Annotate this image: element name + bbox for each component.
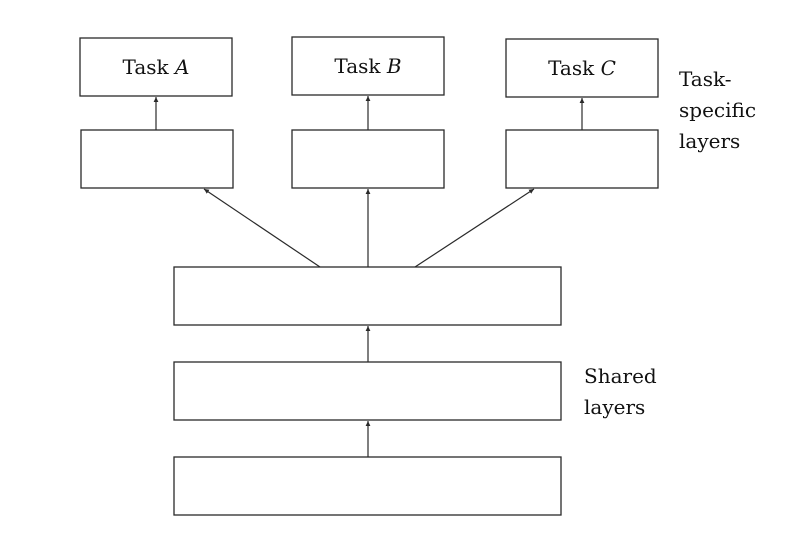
task-a-specific-layer [80,129,234,189]
shared-layer-top [173,266,562,326]
task-specific-label-line-3: layers [679,129,740,153]
task-c-output-node: Task C [505,38,659,98]
task-b-output-node: Task B [291,36,445,96]
shared-layer-middle [173,361,562,421]
task-specific-layers-label: Task- specific layers [679,67,762,153]
task-c-box [505,38,659,98]
task-c-specific-layer [505,129,659,189]
arrow-shared-to-specific-a [203,188,321,268]
task-specific-label-line-1: Task- [679,67,732,91]
task-b-box [291,36,445,96]
shared-label-line-1: Shared [584,364,657,388]
task-a-box [79,37,233,97]
task-a-label: Task A [123,55,190,79]
task-c-label: Task C [548,56,616,80]
shared-layer-bottom [173,456,562,516]
arrow-shared-to-specific-c [414,188,535,268]
task-a-output-node: Task A [79,37,233,97]
task-b-label: Task B [334,54,401,78]
task-b-specific-layer [291,129,445,189]
shared-layers-label: Shared layers [584,364,663,419]
shared-label-line-2: layers [584,395,645,419]
task-specific-label-line-2: specific [679,98,756,122]
